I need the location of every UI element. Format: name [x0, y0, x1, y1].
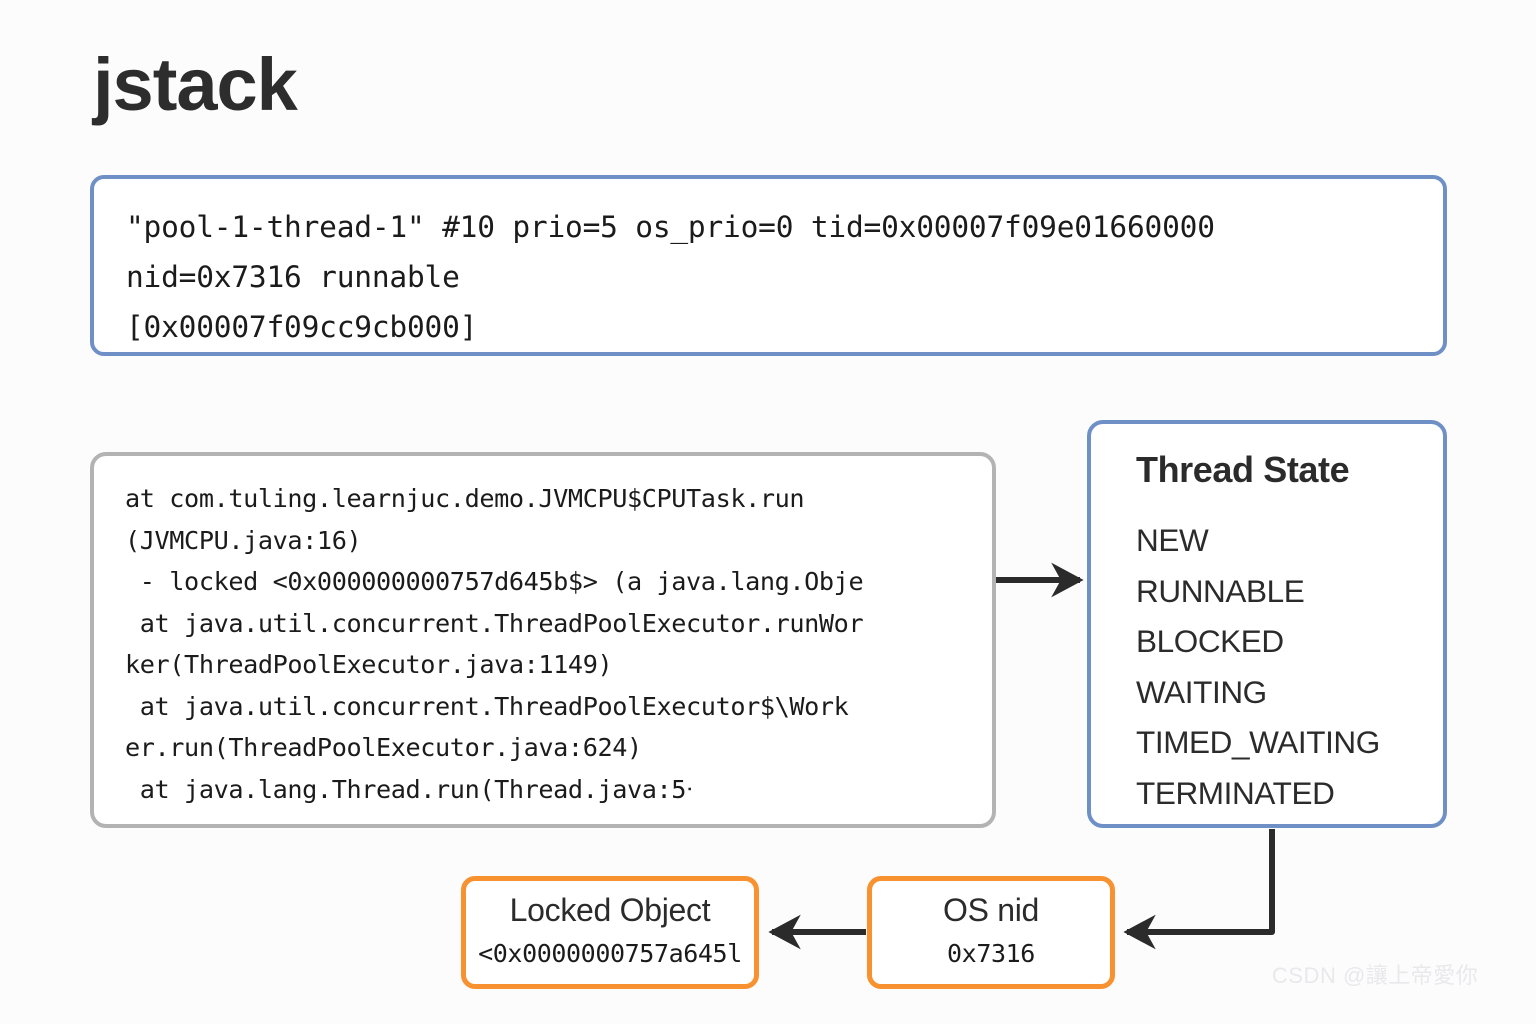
thread-state-item-timed-waiting: TIMED_WAITING: [1136, 724, 1380, 760]
arrow-thread-state-to-os-nid: [1123, 829, 1275, 950]
thread-state-item-runnable: RUNNABLE: [1136, 572, 1305, 609]
thread-state-item-blocked: BLOCKED: [1136, 623, 1284, 659]
thread-header-box: "pool-1-thread-1" #10 prio=5 os_prio=0 t…: [90, 175, 1447, 356]
thread-state-title: Thread State: [1136, 449, 1350, 490]
stack-trace-code-text: at com.tuling.learnjuc.demo.JVMCPU$CPUTa…: [125, 484, 864, 804]
locked-object-title: Locked Object: [509, 892, 711, 928]
thread-state-item-terminated: TERMINATED: [1136, 774, 1335, 811]
thread-state-item-waiting: WAITING: [1136, 673, 1267, 710]
os-nid-value: 0x7316: [947, 939, 1035, 968]
locked-object-box: Locked Object <0x0000000757a645l: [461, 876, 759, 989]
thread-header-code-text: "pool-1-thread-1" #10 prio=5 os_prio=0 t…: [126, 210, 1215, 344]
locked-object-value: <0x0000000757a645l: [478, 939, 742, 968]
stack-trace-box: at com.tuling.learnjuc.demo.JVMCPU$CPUTa…: [90, 452, 996, 828]
thread-state-box: Thread State NEW RUNNABLE BLOCKED WAITIN…: [1087, 420, 1447, 828]
os-nid-box: OS nid 0x7316: [867, 876, 1115, 989]
os-nid-title: OS nid: [942, 892, 1040, 928]
thread-state-item-new: NEW: [1136, 522, 1209, 558]
page-title: jstack: [93, 43, 298, 126]
thread-state-list: NEW RUNNABLE BLOCKED WAITING TIMED_WAITI…: [1136, 515, 1435, 818]
csdn-watermark: CSDN @讓上帝愛你: [1272, 963, 1479, 988]
